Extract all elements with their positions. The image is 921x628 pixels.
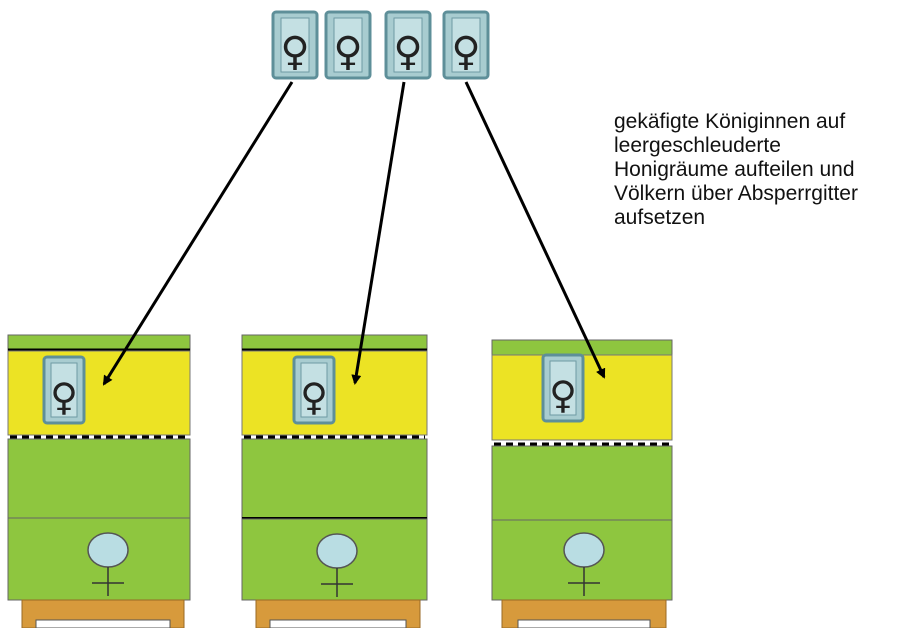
caged-queen: ♀ [292,355,336,425]
hive-lid [491,339,673,356]
instruction-text: gekäfigte Königinnen auf leergeschleuder… [614,110,858,229]
queen-symbol: ♀ [393,29,422,75]
hive-lid [241,334,428,351]
hive-2: ♀ [241,334,428,628]
hive-3: ♀ [491,339,673,628]
queen-symbol: ♀ [280,29,309,75]
queen-symbol: ♀ [451,29,480,75]
free-queen [563,532,605,596]
hive-1: ♀ [7,334,191,628]
loose-cages: ♀ ♀ ♀ ♀ [271,10,490,80]
queen-symbol: ♀ [549,373,577,417]
queen-cage-1: ♀ [271,10,319,80]
queen-symbol: ♀ [300,375,328,419]
caged-queen: ♀ [541,353,585,423]
free-queen [316,533,358,597]
arrow-to-hive-2 [351,81,406,385]
queen-symbol: ♀ [333,29,362,75]
brood-box-upper [241,438,428,519]
queen-cage-4: ♀ [442,10,490,80]
queen-symbol: ♀ [50,375,78,419]
brood-box-upper [491,445,673,521]
free-queen [87,532,129,596]
hive-lid [7,334,191,351]
queen-cage-3: ♀ [384,10,432,80]
honey-super [7,350,191,436]
queen-cage-2: ♀ [324,10,372,80]
caged-queen: ♀ [42,355,86,425]
arrows [102,81,606,386]
arrow-to-hive-3 [464,81,606,379]
brood-box-upper [7,438,191,519]
arrow-to-hive-1 [102,81,294,386]
